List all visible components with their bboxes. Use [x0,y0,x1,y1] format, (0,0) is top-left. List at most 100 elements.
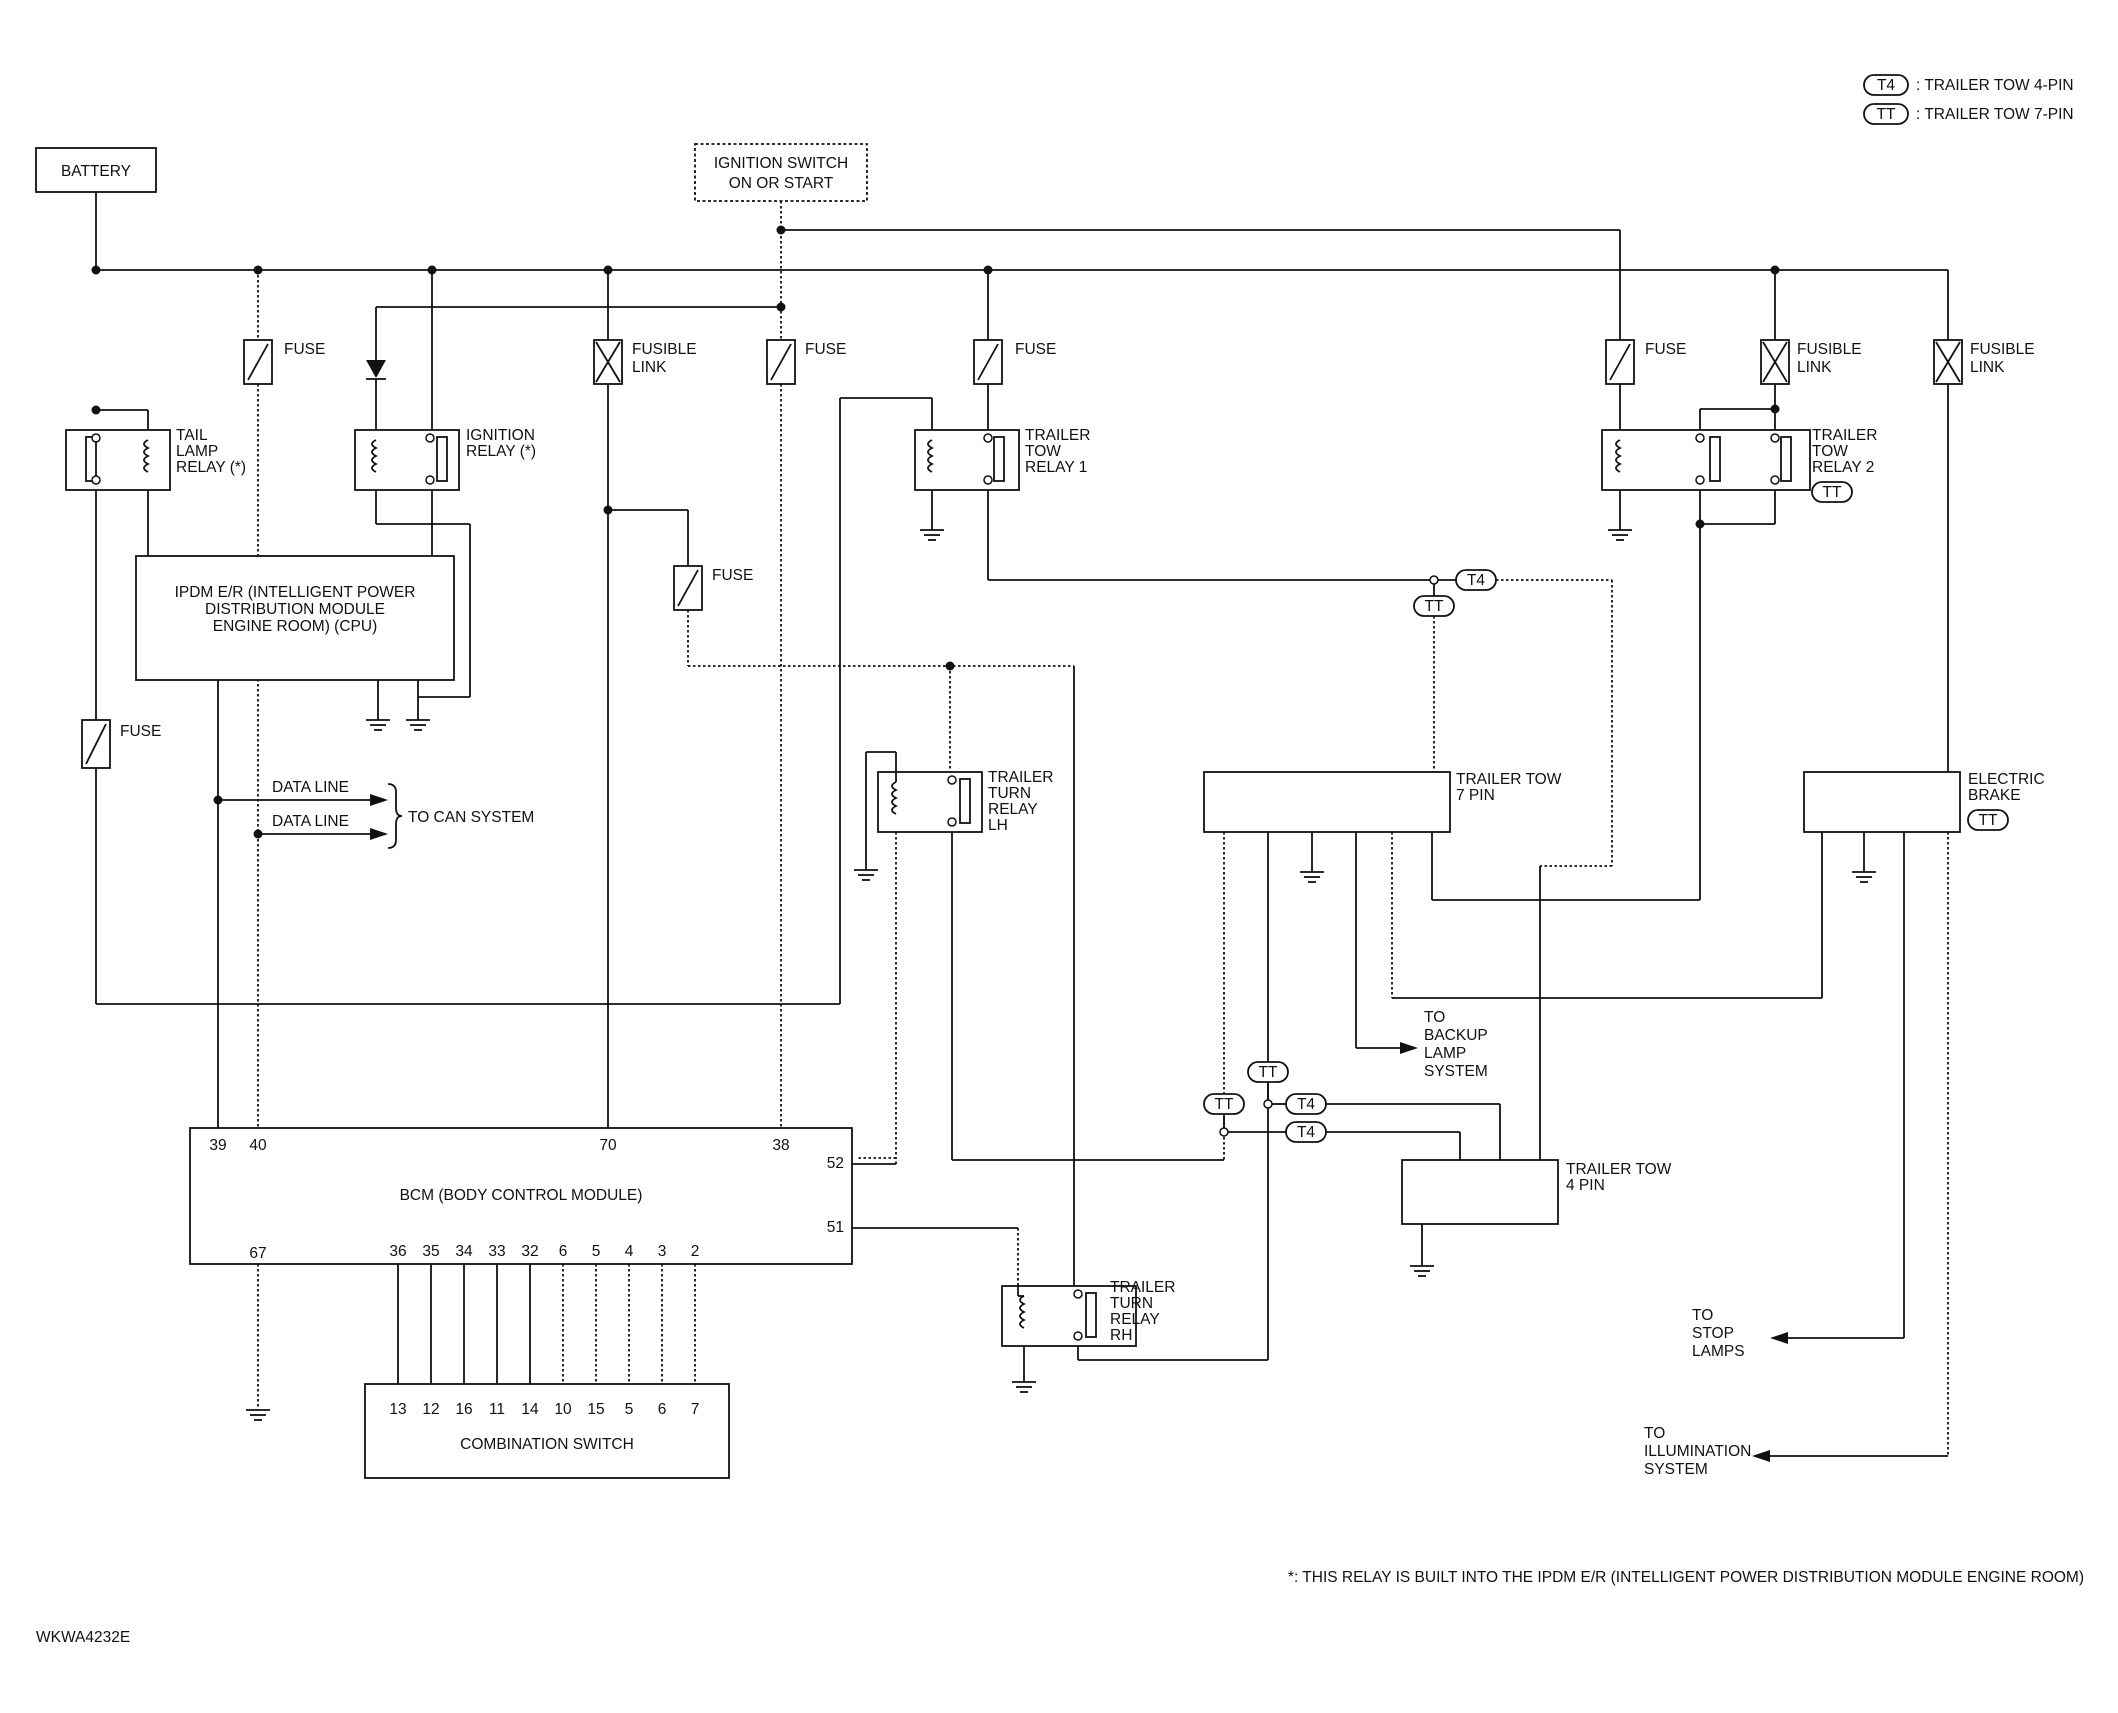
backup-label-4: SYSTEM [1424,1063,1488,1080]
fuse-label: FUSE [284,341,325,358]
bcm-pin: 2 [691,1243,700,1260]
main-power-bus [91,192,1948,340]
fusible-link-1948: FUSIBLE LINK [1933,270,2035,780]
footnote: *: THIS RELAY IS BUILT INTO THE IPDM E/R… [1288,1569,2084,1586]
figure-code: WKWA4232E [36,1629,130,1646]
legend-tag-tt: TT [1877,106,1896,123]
trailer-turn-relay-rh: TRAILER TURN RELAY RH [1001,1279,1268,1393]
combo-pin: 16 [455,1401,472,1418]
tag-t4: T4 [1297,1096,1315,1113]
tt7-label-2: 7 PIN [1456,787,1495,804]
ipdm-label-1: IPDM E/R (INTELLIGENT POWER [175,584,416,601]
combo-pin: 11 [489,1401,505,1418]
battery-label: BATTERY [61,163,131,180]
combo-pin: 5 [625,1401,634,1418]
ipdm-label-2: DISTRIBUTION MODULE [205,601,385,618]
ignition-relay-label-2: RELAY (*) [466,443,536,460]
trailer-tow-relay-1: TRAILER TOW RELAY 1 [839,397,1430,1004]
backup-label-3: LAMP [1424,1045,1466,1062]
combo-pin: 15 [587,1401,604,1418]
tt-relay1-label-3: RELAY 1 [1025,459,1087,476]
bcm-pin: 5 [592,1243,601,1260]
tag-tt: TT [1259,1064,1278,1081]
tag-t4: T4 [1467,572,1485,589]
tt-relay2-label-1: TRAILER [1812,427,1877,444]
trailer-tow-4-pin: TRAILER TOW 4 PIN [1401,1159,1672,1277]
trailer-tow-relay-2: TRAILER TOW RELAY 2 TT [1601,408,1877,900]
illum-label-2: ILLUMINATION [1644,1443,1751,1460]
tt-relay1-label-1: TRAILER [1025,427,1090,444]
bcm-module: BCM (BODY CONTROL MODULE) 39 40 70 38 52… [189,1127,1019,1421]
ipdm-label-3: ENGINE ROOM) (CPU) [213,618,377,635]
combo-pin: 12 [422,1401,439,1418]
tt4-label-1: TRAILER TOW [1566,1161,1672,1178]
bcm-pin: 70 [599,1137,617,1154]
bcm-pin: 51 [827,1219,844,1236]
ipdm-module: IPDM E/R (INTELLIGENT POWER DISTRIBUTION… [135,555,455,1128]
tt-relay2-label-2: TOW [1812,443,1848,460]
combination-switch-label: COMBINATION SWITCH [460,1436,634,1453]
tag-tt: TT [1979,812,1998,829]
bcm-pin: 67 [249,1245,266,1262]
fuse-mid: FUSE [603,505,1075,1290]
combination-switch: 13 12 16 11 14 10 15 5 6 7 COMBINATION S… [364,1264,730,1479]
fusible-link-label-1: FUSIBLE [1970,341,2035,358]
tail-relay-label-3: RELAY (*) [176,459,246,476]
fuse-258: FUSE [243,270,325,1128]
combo-pin: 6 [658,1401,667,1418]
backup-label-1: TO [1424,1009,1445,1026]
bcm-pin: 33 [488,1243,505,1260]
tag-tt: TT [1823,484,1842,501]
bcm-pin: 3 [658,1243,667,1260]
bcm-pin: 34 [455,1243,473,1260]
legend-text-tt: : TRAILER TOW 7-PIN [1916,106,2074,123]
fusible-link-label-1: FUSIBLE [1797,341,1862,358]
tt4-label-2: 4 PIN [1566,1177,1605,1194]
backup-label-2: BACKUP [1424,1027,1488,1044]
to-can-system-label: TO CAN SYSTEM [408,809,534,826]
combo-pin: 13 [389,1401,406,1418]
stop-label-3: LAMPS [1692,1343,1745,1360]
tag-tt: TT [1425,598,1444,615]
illum-label-1: TO [1644,1425,1665,1442]
fusible-link-label-1: FUSIBLE [632,341,697,358]
bcm-pin: 36 [389,1243,406,1260]
turn-lh-label-2: TURN [988,785,1031,802]
trailer-turn-relay-lh: TRAILER TURN RELAY LH [854,666,1224,1161]
tt-relay2-label-3: RELAY 2 [1812,459,1874,476]
ebrake-label-1: ELECTRIC [1968,771,2045,788]
fuse-988: FUSE [973,270,1056,436]
electric-brake: ELECTRIC BRAKE TT [1752,771,2045,1462]
stop-label-2: STOP [1692,1325,1734,1342]
combo-pin: 14 [521,1401,539,1418]
fuse-label: FUSE [712,567,753,584]
bcm-pin: 6 [559,1243,568,1260]
turn-lh-label-3: RELAY [988,801,1038,818]
tag-t4: T4 [1297,1124,1315,1141]
turn-lh-label-1: TRAILER [988,769,1053,786]
bcm-label: BCM (BODY CONTROL MODULE) [400,1187,643,1204]
ignition-switch-label-2: ON OR START [729,175,834,192]
fuse-1620: FUSE [1605,339,1686,436]
bcm-pin: 40 [249,1137,267,1154]
fuse-label: FUSE [120,723,161,740]
data-line-label-2: DATA LINE [272,813,349,830]
fuse-tail: FUSE [81,719,840,1005]
bcm-pin: 35 [422,1243,439,1260]
ignition-switch-label-1: IGNITION SWITCH [714,155,848,172]
turn-lh-label-4: LH [988,817,1008,834]
bcm-pin: 32 [521,1243,538,1260]
legend-text-t4: : TRAILER TOW 4-PIN [1916,77,2074,94]
fusible-link-label-2: LINK [1797,359,1832,376]
turn-rh-label-4: RH [1110,1327,1132,1344]
tail-lamp-relay: TAIL LAMP RELAY (*) [65,405,246,720]
tt7-label-1: TRAILER TOW [1456,771,1562,788]
bcm-pin: 4 [625,1243,634,1260]
ignition-relay-label-1: IGNITION [466,427,535,444]
illum-label-3: SYSTEM [1644,1461,1708,1478]
fusible-link-label-2: LINK [1970,359,2005,376]
turn-rh-label-3: RELAY [1110,1311,1160,1328]
legend-tag-t4: T4 [1877,77,1895,94]
combo-pin: 10 [554,1401,572,1418]
